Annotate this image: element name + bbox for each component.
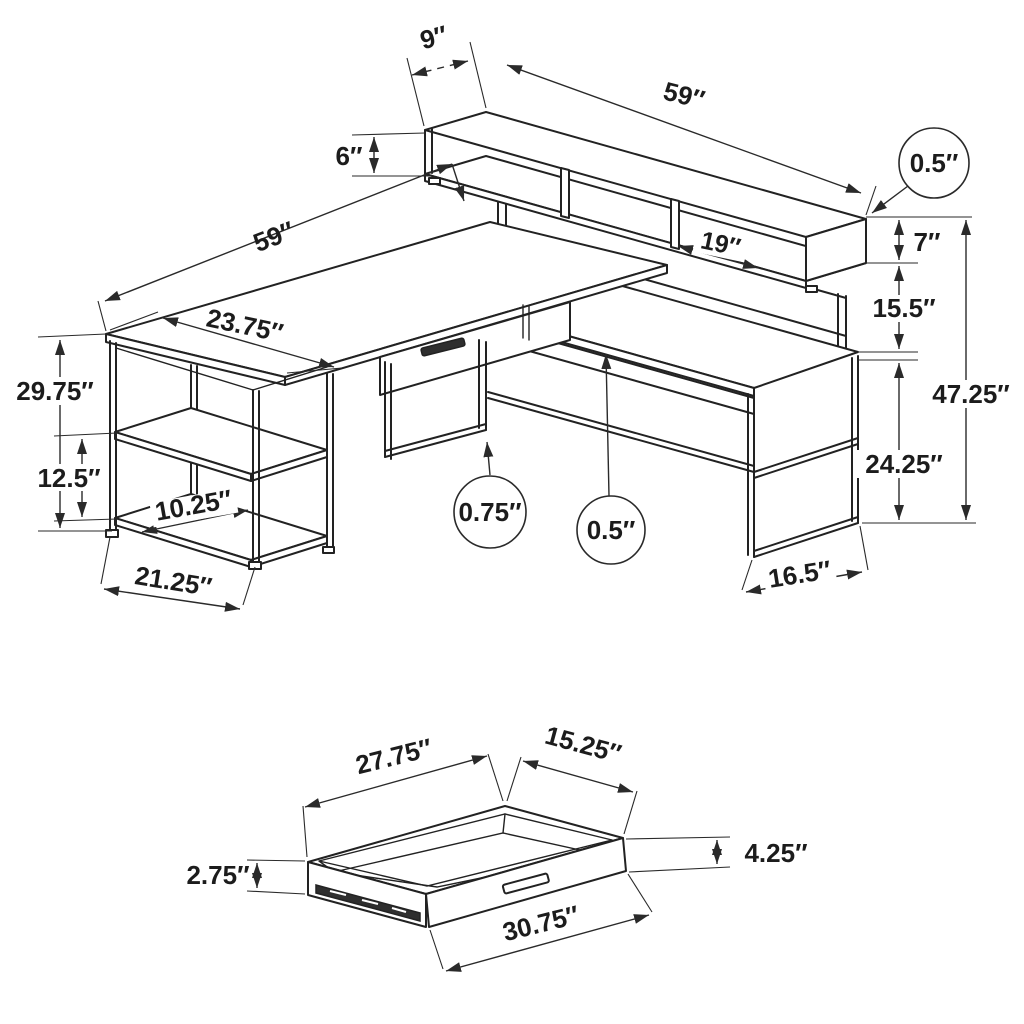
dim-label: 0.5″ <box>910 148 959 178</box>
dim-label: 30.75″ <box>500 899 582 947</box>
dim-label: 2.75″ <box>186 860 249 890</box>
hutch-foot <box>805 285 818 293</box>
dimensions-desk: 9″ 59″ 6″ 0.5″ 7″ <box>8 19 1021 612</box>
dim-hutch-opening-height: 6″ <box>336 132 430 177</box>
dim-front-height: 4.25″ <box>625 836 808 873</box>
dim-label: 12.5″ <box>37 463 100 493</box>
dim-label: 59″ <box>249 215 298 258</box>
dim-shelf-spacing: 12.5″ <box>30 432 118 522</box>
dim-desktop-thickness: 0.75″ <box>453 441 527 549</box>
drawer-figure: 27.75″ 15.25″ 2.75″ 4.25″ <box>186 720 808 972</box>
dim-label: 15.25″ <box>542 720 625 769</box>
hutch-foot <box>428 177 441 185</box>
dim-label: 59″ <box>660 76 707 115</box>
dim-top-panel-thickness: 0.5″ <box>871 127 970 214</box>
dim-label: 0.75″ <box>458 497 521 527</box>
pedestal-foot <box>105 529 119 538</box>
desk-figure: 9″ 59″ 6″ 0.5″ 7″ <box>8 19 1021 612</box>
dim-leg-height: 24.25″ <box>856 359 953 520</box>
drawer-handle <box>501 872 550 895</box>
dim-label: 4.25″ <box>744 838 807 868</box>
dim-label: 24.25″ <box>865 449 943 479</box>
dim-label: 27.75″ <box>353 732 435 780</box>
hutch-divider <box>560 167 570 219</box>
dim-label: 29.75″ <box>16 376 94 406</box>
dim-label: 6″ <box>336 141 363 171</box>
pedestal-foot <box>322 546 335 554</box>
callout-circle <box>453 475 527 549</box>
dim-desk-height: 29.75″ <box>8 333 112 532</box>
drawer-slide-rail <box>315 884 421 922</box>
dim-hutch-clearance: 15.5″ <box>858 266 942 353</box>
dim-label: 9″ <box>417 19 451 55</box>
callout-circle <box>898 127 970 199</box>
dim-label: 15.5″ <box>872 293 935 323</box>
callout-circle <box>576 495 646 565</box>
dim-label: 16.5″ <box>766 554 833 593</box>
dim-hutch-height: 7″ <box>866 216 972 264</box>
dim-side-height: 2.75″ <box>186 859 306 895</box>
hutch-divider <box>670 198 680 250</box>
left-pedestal <box>105 340 335 570</box>
desk-drawer-handle <box>420 337 466 357</box>
dim-overall-height: 47.25″ <box>862 220 1021 524</box>
dim-right-base-depth: 16.5″ <box>741 525 869 595</box>
dim-hutch-depth: 9″ <box>406 19 487 127</box>
pedestal-foot <box>248 561 262 570</box>
dim-frame-thickness: 0.5″ <box>576 353 646 565</box>
dim-label: 0.5″ <box>587 515 636 545</box>
drawer-body <box>307 805 627 928</box>
dim-label: 7″ <box>914 227 941 257</box>
dim-label: 47.25″ <box>932 379 1010 409</box>
